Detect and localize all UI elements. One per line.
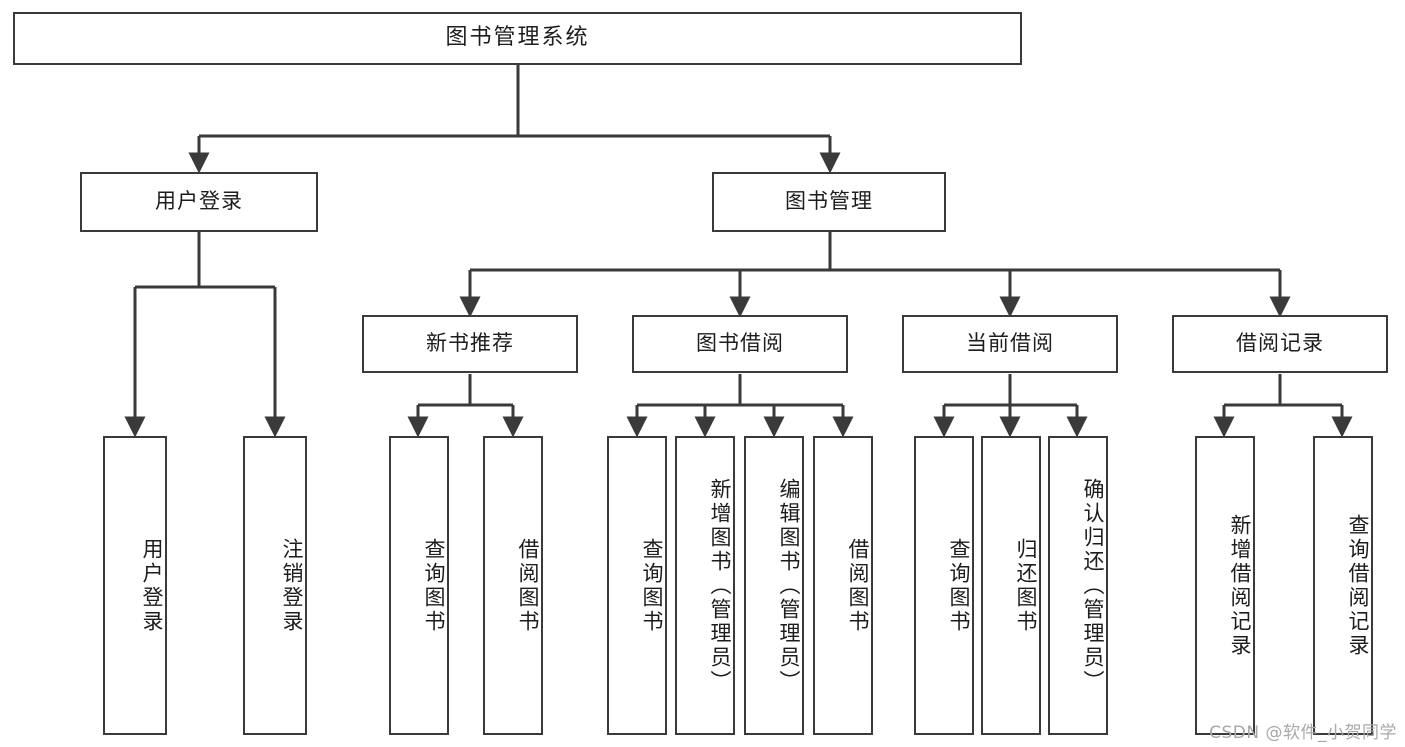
node-new-book-recommend-label: 新书推荐 xyxy=(426,331,514,356)
node-leaf-query-book-3[interactable]: 查询图书 xyxy=(914,436,974,735)
node-root-label: 图书管理系统 xyxy=(445,25,590,51)
node-leaf-query-book-1-label: 查询图书 xyxy=(422,537,446,634)
node-leaf-add-record-label: 新增借阅记录 xyxy=(1228,513,1252,658)
node-leaf-edit-book-label: 编辑图书（管理员） xyxy=(777,477,801,694)
node-leaf-query-book-1[interactable]: 查询图书 xyxy=(389,436,449,735)
node-leaf-add-book[interactable]: 新增图书（管理员） xyxy=(675,436,735,735)
node-leaf-query-record-label: 查询借阅记录 xyxy=(1346,513,1370,658)
node-borrow-record[interactable]: 借阅记录 xyxy=(1172,315,1388,373)
node-leaf-confirm-return[interactable]: 确认归还（管理员） xyxy=(1048,436,1108,735)
node-borrow-record-label: 借阅记录 xyxy=(1236,331,1324,356)
node-leaf-query-book-3-label: 查询图书 xyxy=(947,537,971,634)
node-leaf-query-book-2[interactable]: 查询图书 xyxy=(607,436,667,735)
node-leaf-user-login-label: 用户登录 xyxy=(140,537,164,634)
node-leaf-logout-label: 注销登录 xyxy=(280,537,304,634)
node-leaf-confirm-return-label: 确认归还（管理员） xyxy=(1081,477,1105,694)
watermark: CSDN @软件_小贺同学 xyxy=(1209,723,1397,743)
node-leaf-query-book-2-label: 查询图书 xyxy=(640,537,664,634)
node-leaf-return-book-label: 归还图书 xyxy=(1014,537,1038,634)
node-book-manage[interactable]: 图书管理 xyxy=(712,172,946,232)
node-leaf-borrow-book-1[interactable]: 借阅图书 xyxy=(483,436,543,735)
node-user-login-label: 用户登录 xyxy=(155,189,243,214)
node-root[interactable]: 图书管理系统 xyxy=(13,12,1022,65)
node-leaf-add-book-label: 新增图书（管理员） xyxy=(708,477,732,694)
node-leaf-return-book[interactable]: 归还图书 xyxy=(981,436,1041,735)
node-user-login[interactable]: 用户登录 xyxy=(80,172,318,232)
node-leaf-borrow-book-2[interactable]: 借阅图书 xyxy=(813,436,873,735)
node-leaf-borrow-book-2-label: 借阅图书 xyxy=(846,537,870,634)
node-leaf-query-record[interactable]: 查询借阅记录 xyxy=(1313,436,1373,735)
node-leaf-logout[interactable]: 注销登录 xyxy=(243,436,307,735)
node-new-book-recommend[interactable]: 新书推荐 xyxy=(362,315,578,373)
node-book-borrow[interactable]: 图书借阅 xyxy=(632,315,848,373)
node-leaf-user-login[interactable]: 用户登录 xyxy=(103,436,167,735)
node-leaf-add-record[interactable]: 新增借阅记录 xyxy=(1195,436,1255,735)
node-current-borrow[interactable]: 当前借阅 xyxy=(902,315,1118,373)
node-leaf-edit-book[interactable]: 编辑图书（管理员） xyxy=(744,436,804,735)
node-book-manage-label: 图书管理 xyxy=(785,189,873,214)
node-current-borrow-label: 当前借阅 xyxy=(966,331,1054,356)
node-book-borrow-label: 图书借阅 xyxy=(696,331,784,356)
node-leaf-borrow-book-1-label: 借阅图书 xyxy=(516,537,540,634)
